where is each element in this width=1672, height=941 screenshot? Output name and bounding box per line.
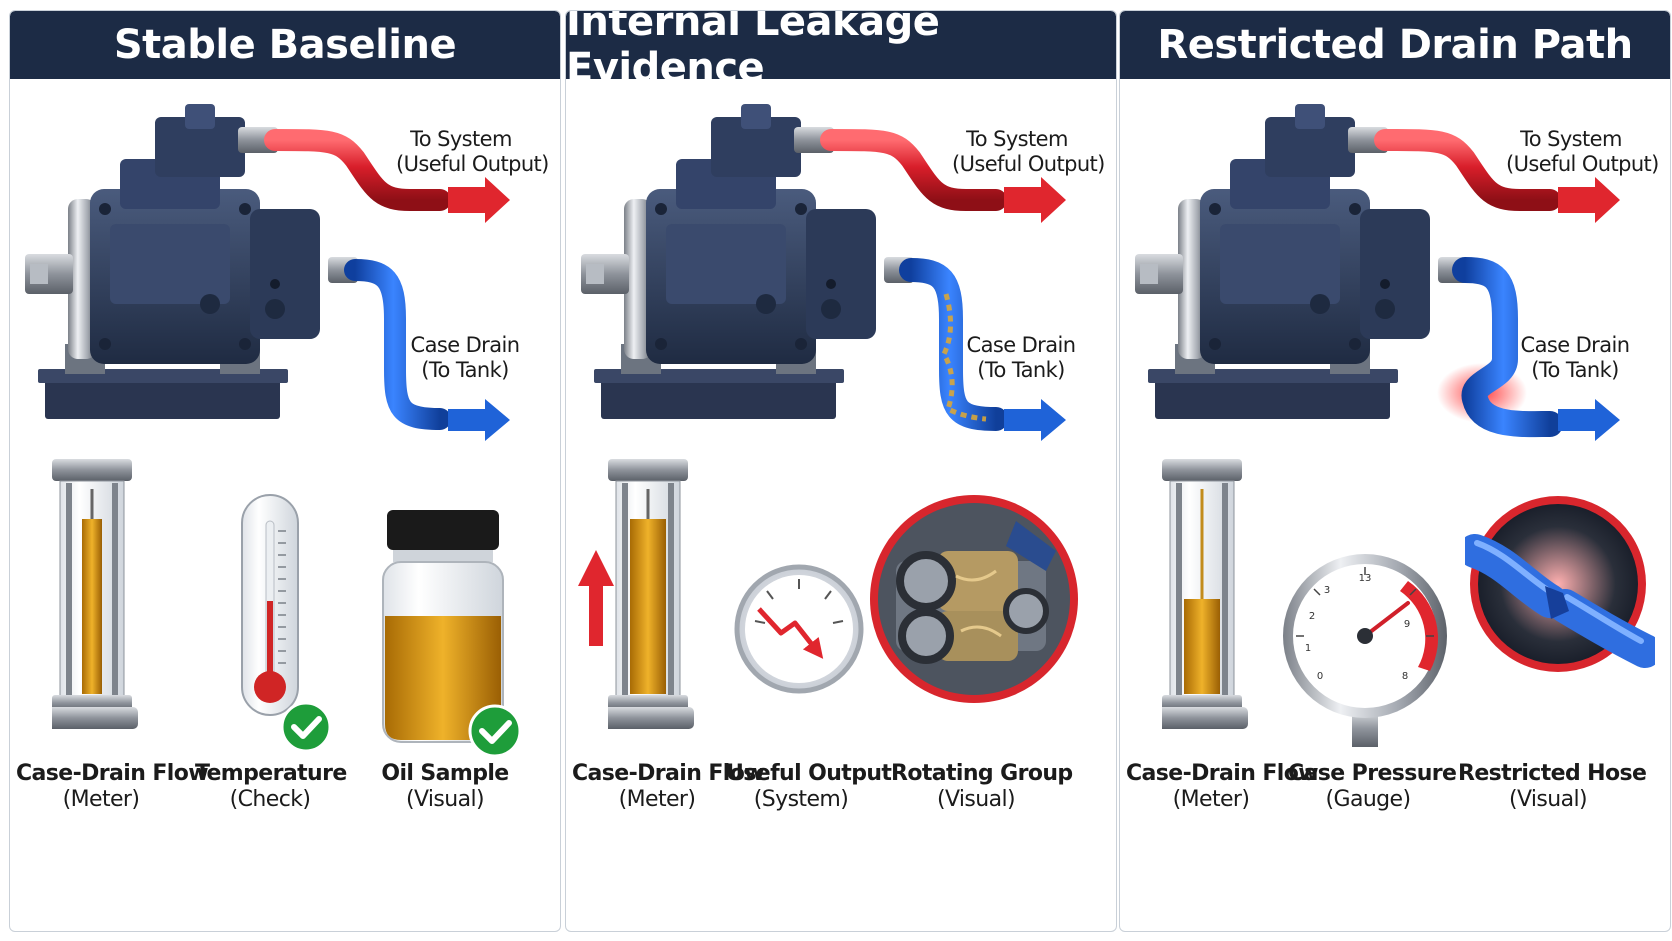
card-label: Case Pressure (Gauge) (1288, 761, 1457, 812)
drain-arrow (448, 399, 510, 441)
gauge-tick-label: 1 (1305, 643, 1311, 654)
pressure-line (820, 129, 1007, 211)
pressure-gauge-icon: 13 3 2 1 0 9 8 (1283, 554, 1447, 747)
drain-line-label: Case Drain (To Tank) (1520, 333, 1630, 382)
flow-meter-icon (608, 459, 695, 730)
card-label: Restricted Hose (Visual) (1458, 761, 1647, 812)
panel-stable-baseline: Stable Baseline To System (Useful Output… (9, 10, 561, 932)
card-label: Oil Sample (Visual) (381, 761, 509, 812)
card-label: Case-Drain Flow (Meter) (16, 761, 209, 812)
card-label: Case-Drain Flow (Meter) (572, 761, 765, 812)
drain-arrow (1558, 399, 1620, 441)
gauge-tick-label: 8 (1402, 671, 1408, 682)
gauge-tick-label: 13 (1359, 573, 1372, 584)
pressure-line-label: To System (Useful Output) (952, 127, 1105, 176)
drain-arrow (1004, 399, 1066, 441)
gauge-tick-label: 2 (1309, 611, 1315, 622)
pump-illustration (581, 104, 1066, 441)
pressure-line (264, 129, 451, 211)
card-label: Useful Output (System) (726, 761, 892, 812)
pressure-line-label: To System (Useful Output) (1506, 127, 1659, 176)
declining-output-gauge-icon (734, 564, 864, 694)
check-icon (468, 704, 522, 758)
flow-meter-icon (52, 459, 139, 730)
flow-meter-icon (1162, 459, 1249, 730)
panel-restricted-drain-path: Restricted Drain Path To System (Useful … (1119, 10, 1671, 932)
panel-internal-leakage-evidence: Internal Leakage Evidence To System (Use… (565, 10, 1117, 932)
gauge-tick-label: 3 (1324, 585, 1330, 596)
panel-title: Internal Leakage Evidence (566, 11, 1116, 91)
pump-illustration (25, 104, 510, 441)
oil-sample-jar-icon (382, 510, 522, 758)
drain-line-label: Case Drain (To Tank) (966, 333, 1076, 382)
increasing-flow-arrow-icon (578, 550, 614, 646)
card-label: Rotating Group (Visual) (891, 761, 1073, 812)
drain-line (344, 259, 451, 430)
card-label: Case-Drain Flow (Meter) (1126, 761, 1319, 812)
leakage-particles (941, 293, 987, 422)
pressure-arrow (1558, 177, 1620, 223)
check-icon (280, 701, 332, 751)
pump-scene: To System (Useful Output) Case Drain (To… (566, 79, 1116, 479)
gauge-needle (1363, 601, 1410, 638)
rotating-group-icon (870, 495, 1078, 703)
panel-title: Stable Baseline (10, 11, 560, 79)
pressure-arrow (1004, 177, 1066, 223)
pressure-line-label: To System (Useful Output) (396, 127, 549, 176)
pump-scene: To System (Useful Output) Case Drain (To… (1120, 79, 1670, 479)
drain-line-label: Case Drain (To Tank) (410, 333, 520, 382)
panel-title: Restricted Drain Path (1120, 11, 1670, 79)
kinked-hose-icon (1465, 496, 1655, 672)
card-label: Temperature (Check) (195, 761, 347, 812)
drain-line (1452, 257, 1563, 438)
pressure-arrow (448, 177, 510, 223)
pump-scene: To System (Useful Output) Case Drain (To… (10, 79, 560, 479)
gauge-tick-label: 0 (1317, 671, 1323, 682)
thermometer-icon (241, 494, 332, 751)
pump-illustration (1135, 104, 1620, 441)
gauge-tick-label: 9 (1404, 619, 1410, 630)
drain-line (899, 258, 1008, 431)
pressure-line (1374, 129, 1561, 211)
